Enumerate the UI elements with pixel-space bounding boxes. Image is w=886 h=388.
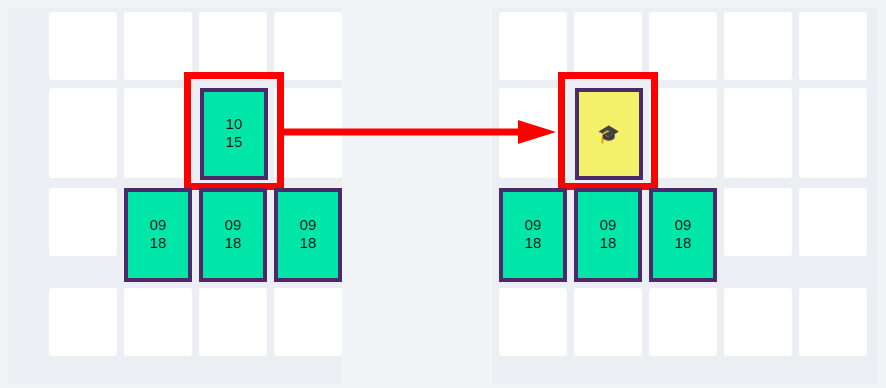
- empty-seat-slot[interactable]: [799, 288, 867, 356]
- empty-seat-slot[interactable]: [124, 288, 192, 356]
- selected-seat[interactable]: 🎓: [575, 88, 643, 180]
- empty-seat-slot[interactable]: [799, 188, 867, 256]
- empty-seat-slot[interactable]: [799, 88, 867, 178]
- seat-number-label: 18: [299, 235, 317, 252]
- seat[interactable]: 09 18: [274, 188, 342, 282]
- seat-row-label: 09: [149, 217, 167, 234]
- seat-number-label: 18: [524, 235, 542, 252]
- seat-number-label: 15: [225, 134, 243, 151]
- seat-row-label: 09: [599, 217, 617, 234]
- seat[interactable]: 09 18: [499, 188, 567, 282]
- graduate-cap-icon: 🎓: [597, 124, 621, 144]
- empty-seat-slot[interactable]: [199, 288, 267, 356]
- seat[interactable]: 09 18: [199, 188, 267, 282]
- empty-seat-slot[interactable]: [574, 12, 642, 80]
- seat[interactable]: 09 18: [574, 188, 642, 282]
- empty-seat-slot[interactable]: [724, 188, 792, 256]
- empty-seat-slot[interactable]: [124, 88, 192, 178]
- empty-seat-slot[interactable]: [499, 288, 567, 356]
- empty-seat-slot[interactable]: [649, 88, 717, 178]
- empty-seat-slot[interactable]: [649, 12, 717, 80]
- empty-seat-slot[interactable]: [274, 88, 342, 178]
- empty-seat-slot[interactable]: [649, 288, 717, 356]
- empty-seat-slot[interactable]: [124, 12, 192, 80]
- seat-number-label: 18: [599, 235, 617, 252]
- empty-seat-slot[interactable]: [274, 288, 342, 356]
- empty-seat-slot[interactable]: [49, 88, 117, 178]
- seat-number-label: 18: [224, 235, 242, 252]
- seat-number-label: 18: [674, 235, 692, 252]
- seat[interactable]: 09 18: [649, 188, 717, 282]
- empty-seat-slot[interactable]: [499, 12, 567, 80]
- empty-seat-slot[interactable]: [799, 12, 867, 80]
- seat-row-label: 09: [524, 217, 542, 234]
- empty-seat-slot[interactable]: [49, 12, 117, 80]
- seat-number-label: 18: [149, 235, 167, 252]
- empty-seat-slot[interactable]: [724, 12, 792, 80]
- empty-seat-slot[interactable]: [499, 88, 567, 178]
- seat-row-label: 09: [674, 217, 692, 234]
- empty-seat-slot[interactable]: [199, 12, 267, 80]
- empty-seat-slot[interactable]: [49, 188, 117, 256]
- seat-row-label: 09: [299, 217, 317, 234]
- seat-row-label: 10: [225, 116, 243, 133]
- empty-seat-slot[interactable]: [274, 12, 342, 80]
- empty-seat-slot[interactable]: [724, 88, 792, 178]
- empty-seat-slot[interactable]: [49, 288, 117, 356]
- seat-row-label: 09: [224, 217, 242, 234]
- selected-seat[interactable]: 10 15: [200, 88, 268, 180]
- empty-seat-slot[interactable]: [574, 288, 642, 356]
- empty-seat-slot[interactable]: [724, 288, 792, 356]
- seat[interactable]: 09 18: [124, 188, 192, 282]
